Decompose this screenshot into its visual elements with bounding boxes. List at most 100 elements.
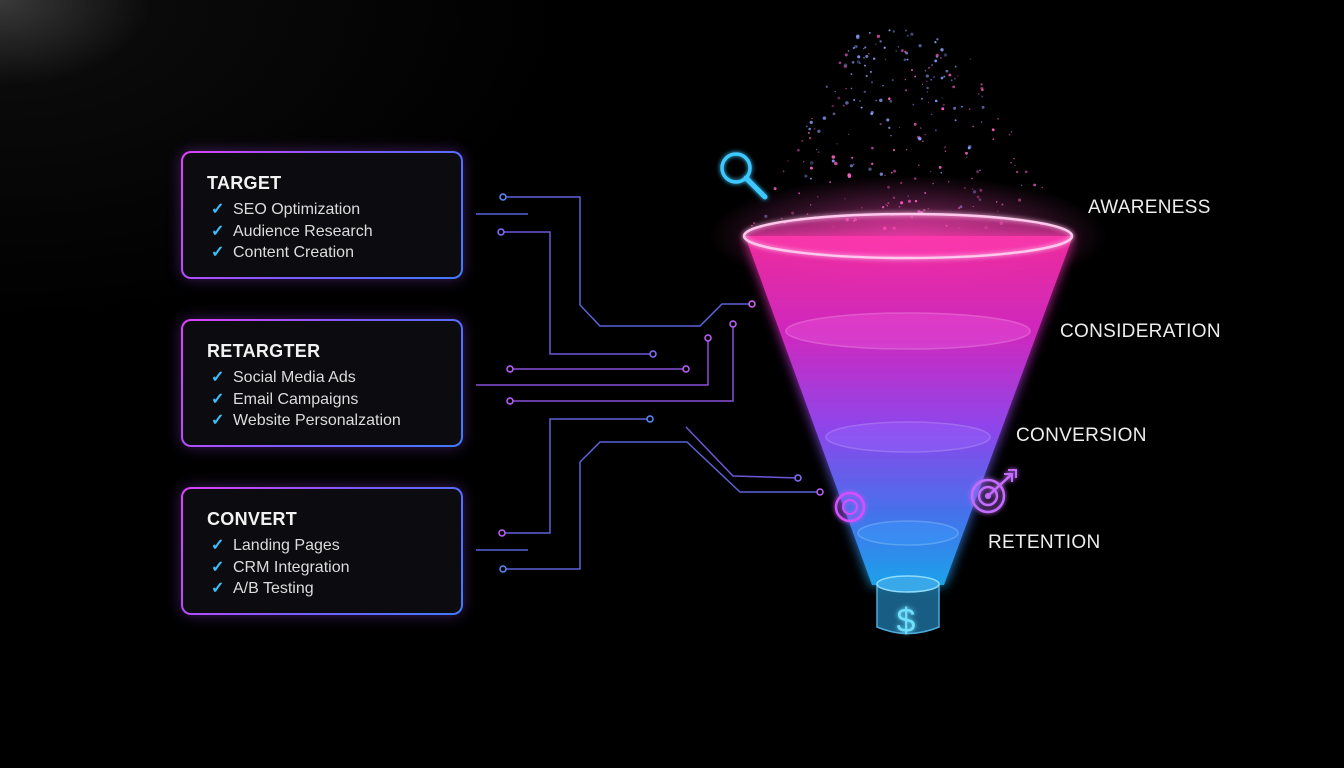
particle	[886, 118, 889, 121]
particle	[918, 137, 921, 140]
particle	[953, 107, 956, 110]
item-label: Email Campaigns	[233, 391, 358, 408]
check-icon: ✓	[211, 221, 233, 243]
particle	[808, 128, 811, 131]
particle	[806, 126, 808, 128]
list-item: ✓Landing Pages	[211, 535, 350, 557]
card-title: RETARGTER	[207, 341, 320, 362]
particle	[848, 134, 849, 135]
particle	[905, 30, 907, 32]
item-label: Website Personalzation	[233, 412, 401, 429]
particle	[928, 67, 930, 69]
item-label: Audience Research	[233, 223, 373, 240]
particle	[891, 172, 893, 174]
particle	[868, 53, 870, 55]
particle	[865, 55, 868, 58]
particle	[803, 161, 804, 162]
particle	[850, 73, 852, 75]
particle	[976, 170, 979, 173]
particle	[837, 97, 840, 100]
particle	[893, 170, 896, 173]
particle	[832, 159, 835, 162]
particle	[836, 143, 837, 144]
particle	[905, 52, 908, 55]
particle	[942, 97, 943, 98]
particle	[910, 33, 913, 36]
particle	[930, 171, 931, 172]
item-label: Social Media Ads	[233, 369, 356, 386]
particle	[918, 164, 920, 166]
particle	[866, 75, 868, 77]
particle	[951, 79, 953, 81]
particle	[853, 164, 855, 166]
particle	[879, 40, 881, 42]
particle	[978, 93, 980, 95]
stage-label-conversion: CONVERSION	[1016, 425, 1147, 447]
particle	[854, 45, 857, 48]
particle	[1016, 171, 1018, 173]
particle	[941, 77, 944, 80]
particle	[906, 149, 907, 150]
particle	[981, 95, 983, 97]
particle	[853, 99, 855, 101]
item-label: SEO Optimization	[233, 201, 360, 218]
particle	[930, 79, 932, 81]
list-item: ✓Audience Research	[211, 221, 373, 243]
particle	[835, 91, 836, 92]
particle	[817, 130, 820, 133]
particle	[920, 127, 921, 128]
particle	[914, 76, 916, 78]
particle	[952, 86, 955, 89]
particle	[1041, 187, 1042, 188]
particle	[888, 97, 891, 100]
dollar-icon: $	[897, 602, 916, 640]
particle	[877, 35, 880, 38]
particle	[847, 173, 851, 177]
particle	[839, 62, 842, 65]
list-item: ✓Email Campaigns	[211, 389, 401, 411]
card-target: TARGET ✓SEO Optimization ✓Audience Resea…	[181, 151, 463, 279]
particle	[811, 118, 812, 119]
particle	[864, 65, 866, 67]
list-item: ✓Social Media Ads	[211, 367, 401, 389]
particle	[864, 46, 866, 48]
particle	[965, 152, 968, 155]
particle	[870, 112, 873, 115]
particle	[1010, 162, 1011, 163]
particle	[848, 50, 850, 52]
particle	[774, 187, 777, 190]
particle	[787, 160, 788, 161]
particle	[832, 105, 834, 107]
particle	[924, 134, 926, 136]
particle	[935, 100, 938, 103]
funnel-body	[708, 175, 1108, 634]
particle	[809, 137, 811, 139]
check-icon: ✓	[211, 535, 233, 557]
particle	[898, 46, 899, 47]
particle	[997, 118, 999, 120]
particle	[966, 156, 968, 158]
particle	[875, 43, 877, 45]
particle	[931, 113, 933, 115]
particle	[912, 104, 914, 106]
particle	[925, 70, 926, 71]
check-icon: ✓	[211, 410, 233, 432]
particle	[922, 84, 923, 85]
particle	[857, 55, 860, 58]
particle	[934, 59, 937, 62]
particle	[926, 74, 929, 77]
list-item: ✓SEO Optimization	[211, 199, 373, 221]
particle	[844, 65, 847, 68]
particle	[940, 57, 942, 59]
particle	[1011, 131, 1012, 132]
particle	[941, 107, 944, 110]
particle	[970, 58, 971, 59]
checklist: ✓SEO Optimization ✓Audience Research ✓Co…	[211, 199, 373, 264]
particle	[804, 175, 807, 178]
particle	[850, 164, 853, 167]
particle	[880, 173, 883, 176]
particle	[845, 88, 846, 89]
particle	[955, 66, 957, 68]
particle	[857, 60, 860, 63]
particle	[810, 167, 813, 170]
